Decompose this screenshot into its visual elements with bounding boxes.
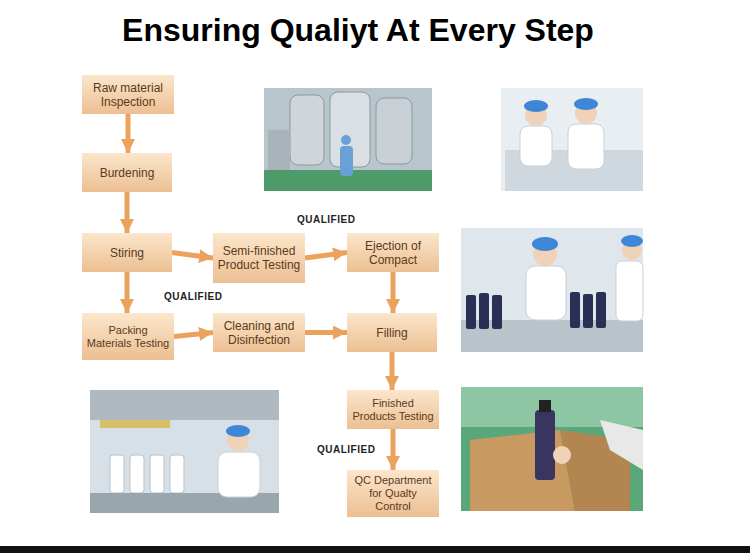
box-text-wrap: Finished Products Testing [351,397,435,423]
process-box: Packing Materials Testing [82,313,174,360]
flow-arrow [125,272,130,313]
machine-photo [90,390,279,513]
box-text-wrap: Burdening [100,166,155,180]
process-box: Semi-finished Product Testing [213,233,305,283]
flow-arrow [305,253,347,259]
box-text-wrap: Packing Materials Testing [86,324,170,350]
box-label: Semi-finished Product Testing [217,244,301,272]
flow-arrow [126,114,131,153]
process-box: QC Department for Qualty Control [347,470,439,517]
flow-arrow [125,192,130,233]
box-text-wrap: Filling [376,326,407,340]
factory-photo [264,88,432,191]
flow-arrow [391,429,396,470]
box-label: Burdening [100,166,155,180]
flow-arrow [174,333,213,337]
box-text-wrap: QC Department for Qualty Control [351,474,435,513]
box-text-wrap: Raw material Inspection [86,81,170,109]
box-label: Raw material Inspection [86,81,170,109]
box-label: Cleaning and Disinfection [217,319,301,347]
flow-arrow [172,253,213,259]
edge-label: QUALIFIED [162,291,224,302]
flow-arrow [305,330,347,335]
box-label: Packing Materials Testing [86,324,170,350]
title: Ensuring Qualiyt At Every Step [0,12,716,49]
flow-arrow [391,272,396,313]
box-label: Stiring [110,246,144,260]
process-box: Stiring [82,233,172,272]
lab-photo [461,88,643,191]
edge-label: QUALIFIED [295,214,357,225]
bottom-bar [0,546,750,553]
box-label: Finished Products Testing [351,397,435,423]
box-text-wrap: Semi-finished Product Testing [217,244,301,272]
process-box: Raw material Inspection [82,75,174,114]
box-text-wrap: Ejection of Compact [351,239,435,267]
process-box: Filling [347,313,437,352]
process-box: Cleaning and Disinfection [213,313,305,352]
process-box: Ejection of Compact [347,233,439,272]
box-text-wrap: Stiring [110,246,144,260]
edge-label: QUALIFIED [315,444,377,455]
bottling-photo [461,228,643,352]
box-label: QC Department for Qualty Control [351,474,435,513]
process-box: Finished Products Testing [347,390,439,429]
box-text-wrap: Cleaning and Disinfection [217,319,301,347]
box-label: Filling [376,326,407,340]
packing-photo [461,387,643,511]
box-label: Ejection of Compact [351,239,435,267]
process-box: Burdening [82,153,172,192]
flow-arrow [390,352,395,390]
